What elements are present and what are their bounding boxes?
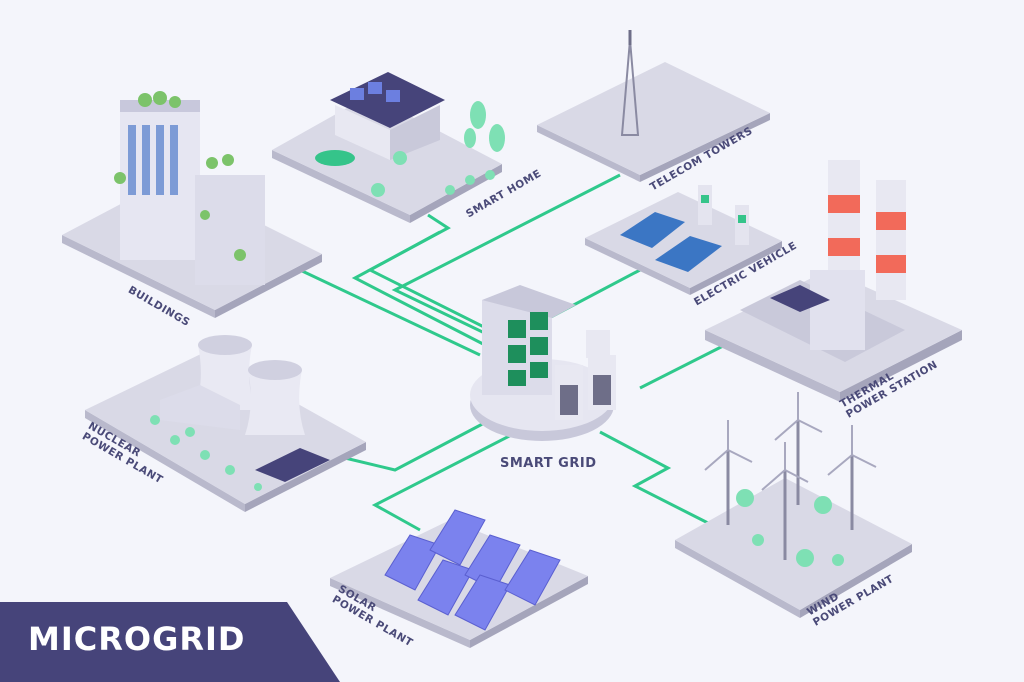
connector-solar bbox=[371, 426, 526, 532]
connector-thermal bbox=[639, 343, 726, 390]
platform-thermal bbox=[705, 160, 962, 402]
connector-buildings bbox=[299, 268, 481, 357]
platform-solar bbox=[330, 509, 588, 648]
connector-smart-home-2 bbox=[366, 230, 491, 332]
label-smart-grid: SMART GRID bbox=[500, 456, 597, 471]
platform-nuclear bbox=[85, 335, 366, 512]
platform-smart-grid bbox=[470, 285, 616, 441]
page-title: MICROGRID bbox=[28, 620, 246, 658]
platform-telecom bbox=[537, 30, 770, 182]
platform-buildings bbox=[62, 91, 322, 318]
connector-lines bbox=[299, 173, 726, 532]
connector-telecom bbox=[391, 173, 621, 340]
platform-ev bbox=[585, 185, 782, 295]
connector-nuclear bbox=[344, 418, 491, 472]
platform-wind bbox=[675, 392, 912, 618]
title-banner: MICROGRID bbox=[0, 602, 340, 682]
platform-smart-home bbox=[272, 72, 505, 223]
connector-wind bbox=[599, 430, 713, 527]
